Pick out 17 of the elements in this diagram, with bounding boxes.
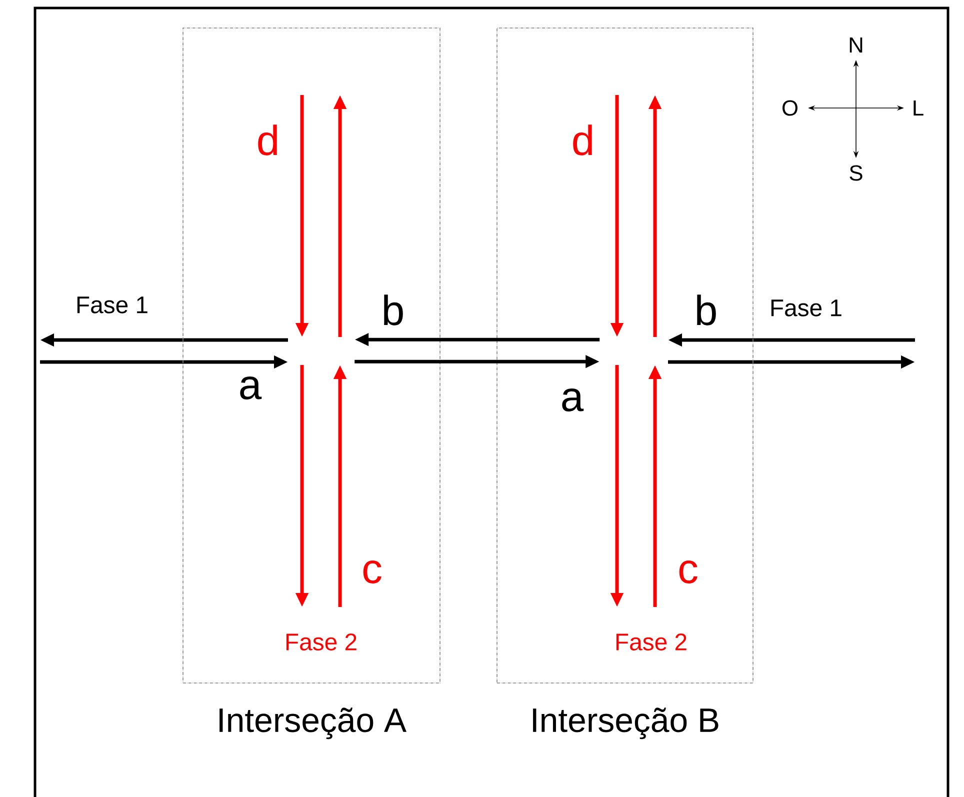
lane-label: a bbox=[240, 376, 262, 400]
phase-label: Fase 2 bbox=[286, 634, 356, 650]
phase-label: Fase 2 bbox=[616, 634, 686, 650]
lane-label: d bbox=[258, 124, 277, 156]
compass-letter: S bbox=[850, 165, 862, 181]
compass-letter: L bbox=[914, 100, 924, 116]
lane-label: b bbox=[697, 294, 716, 326]
lane-label: c bbox=[679, 560, 698, 584]
lane-label: d bbox=[573, 124, 592, 156]
compass-letter: N bbox=[850, 37, 862, 53]
lane-label: b bbox=[384, 294, 403, 326]
compass-letter: O bbox=[782, 100, 798, 116]
node-label: Interseção A bbox=[220, 708, 406, 740]
lane-label: a bbox=[562, 388, 584, 412]
phase-label: Fase 1 bbox=[77, 296, 148, 314]
lane-label: c bbox=[363, 560, 382, 584]
node-label: Interseção B bbox=[533, 708, 718, 740]
